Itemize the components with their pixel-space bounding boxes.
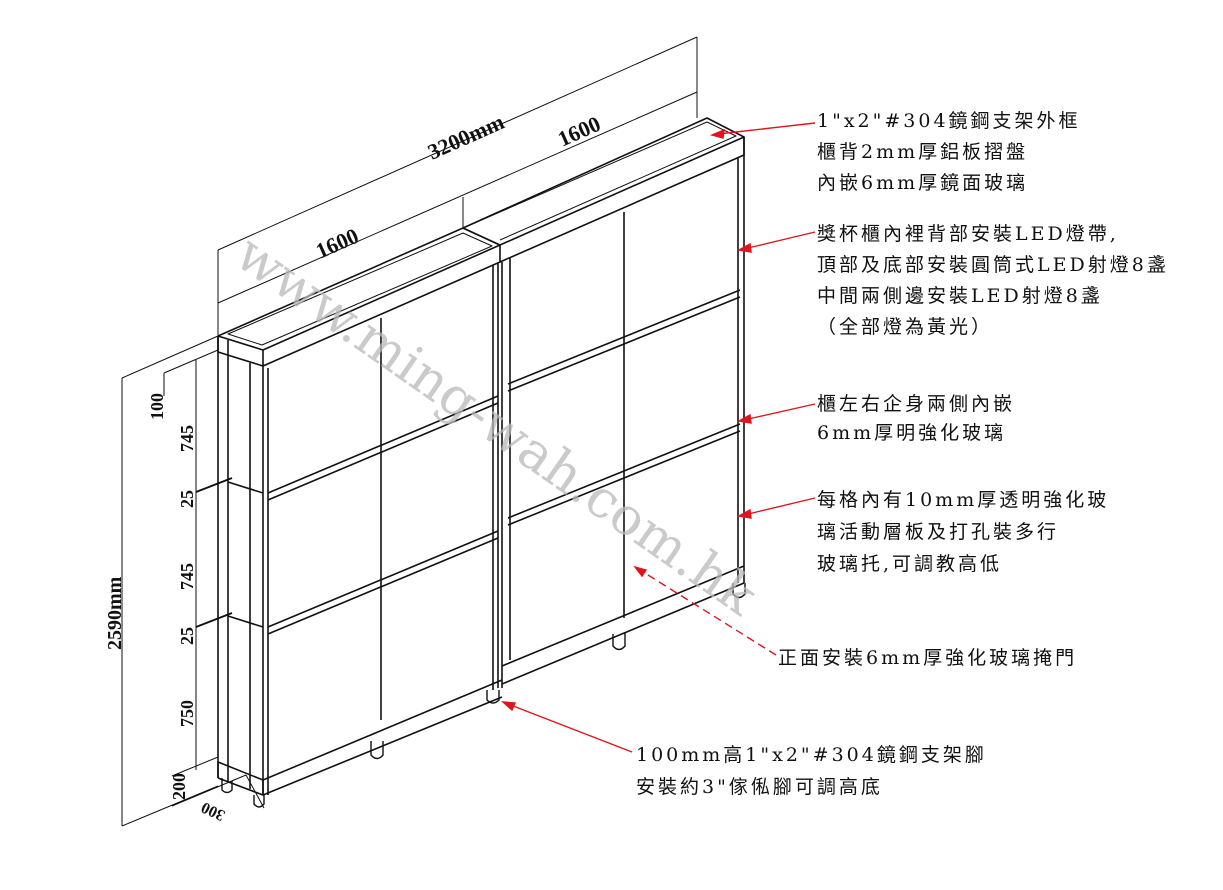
height-breakdown-labels: 100 745 25 745 25 750 200 <box>147 393 197 800</box>
dim-height-part: 25 <box>177 490 197 508</box>
note-line: 璃活動層板及打孔裝多行 <box>817 521 1060 543</box>
note-line: 6mm厚明強化玻璃 <box>817 422 1007 444</box>
note-line: 內嵌6mm厚鏡面玻璃 <box>817 172 1029 194</box>
dim-height-part: 200 <box>169 773 189 800</box>
note-frame: 1"x2"#304鏡鋼支架外框 櫃背2mm厚鋁板摺盤 內嵌6mm厚鏡面玻璃 <box>817 106 1081 199</box>
dim-height-part: 745 <box>177 425 197 452</box>
note-line: 櫃左右企身兩側內嵌 <box>817 393 1016 415</box>
right-cabinet <box>462 117 746 685</box>
left-legs <box>221 690 500 808</box>
dim-height-part: 750 <box>177 700 197 727</box>
height-dimension-lines <box>121 335 265 827</box>
dim-right-width: 1600 <box>554 111 604 152</box>
note-doors: 正面安裝6mm厚強化玻璃掩門 <box>778 643 1077 674</box>
note-lighting: 獎杯櫃內裡背部安裝LED燈帶, 頂部及底部安裝圓筒式LED射燈8盞 中間兩側邊安… <box>817 219 1169 343</box>
dim-height-part: 25 <box>177 627 197 645</box>
note-line: 100mm高1"x2"#304鏡鋼支架腳 <box>636 744 987 766</box>
dim-depth: 300 <box>199 798 228 824</box>
note-side-glass: 櫃左右企身兩側內嵌 6mm厚明強化玻璃 <box>817 390 1015 448</box>
note-line: 正面安裝6mm厚強化玻璃掩門 <box>778 647 1078 669</box>
dim-overall-height: 2590mm <box>104 576 126 650</box>
note-line: 獎杯櫃內裡背部安裝LED燈帶, <box>817 223 1119 245</box>
note-line: 頂部及底部安裝圓筒式LED射燈8盞 <box>817 254 1169 276</box>
width-dimension-lines <box>217 36 698 335</box>
leader-lines <box>500 122 816 753</box>
dim-height-part: 745 <box>177 563 197 590</box>
note-line: 櫃背2mm厚鋁板摺盤 <box>817 141 1029 163</box>
note-legs: 100mm高1"x2"#304鏡鋼支架腳 安裝約3"傢俬腳可調高底 <box>636 739 987 803</box>
note-line: 1"x2"#304鏡鋼支架外框 <box>817 110 1081 132</box>
leader-shelves <box>736 497 816 519</box>
right-legs <box>612 583 746 651</box>
dim-left-width: 1600 <box>312 223 362 264</box>
watermark: www.ming-wah.com.hk <box>225 223 768 627</box>
leader-lighting <box>736 231 816 253</box>
leader-frame <box>709 122 816 139</box>
note-line: 每格內有10mm厚透明強化玻 <box>817 489 1110 511</box>
dim-overall-width: 3200mm <box>424 109 508 165</box>
note-line: 安裝約3"傢俬腳可調高底 <box>636 776 883 798</box>
leader-legs <box>500 701 633 753</box>
note-shelves: 每格內有10mm厚透明強化玻 璃活動層板及打孔裝多行 玻璃托,可調教高低 <box>817 484 1109 580</box>
leader-side-glass <box>736 403 816 424</box>
note-line: （全部燈為黃光） <box>817 316 994 338</box>
note-line: 玻璃托,可調教高低 <box>817 553 1003 575</box>
note-line: 中間兩側邊安裝LED射燈8盞 <box>817 285 1103 307</box>
dim-height-part: 100 <box>147 393 167 420</box>
leader-doors <box>633 565 777 656</box>
